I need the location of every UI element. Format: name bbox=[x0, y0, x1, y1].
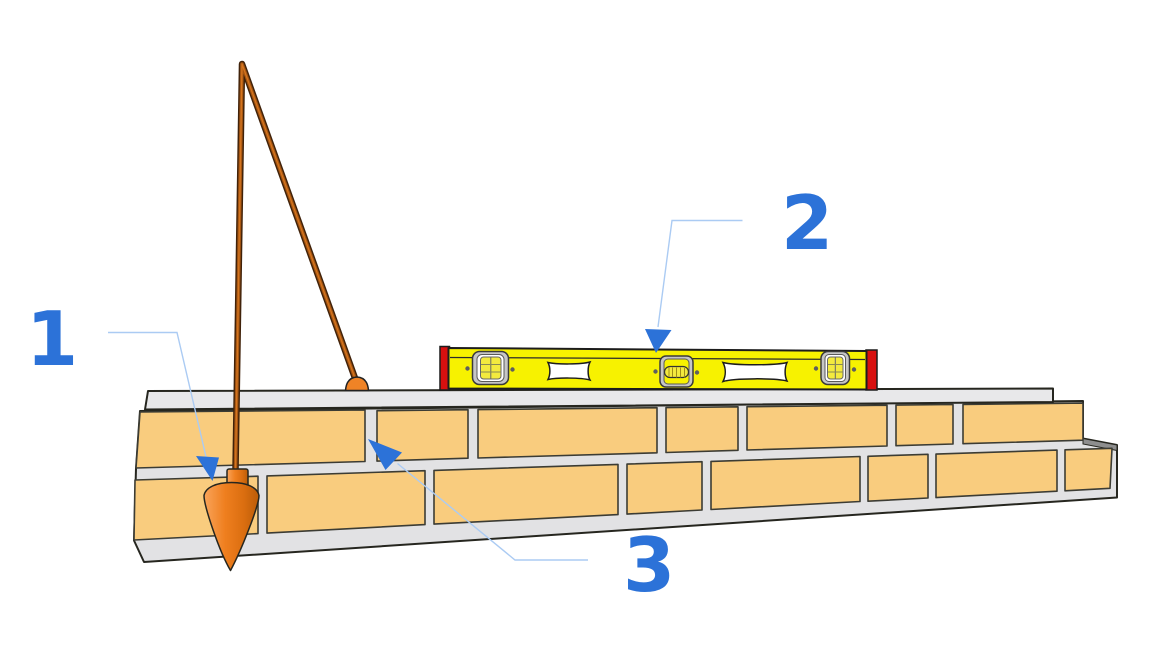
brick bbox=[477, 406, 658, 459]
level-vial-center bbox=[653, 355, 700, 388]
brick bbox=[746, 404, 888, 451]
brick bbox=[626, 460, 703, 515]
brick bbox=[665, 405, 739, 454]
level-vial-left bbox=[465, 350, 515, 386]
brick bbox=[433, 463, 619, 525]
callout-2-arrow bbox=[645, 329, 672, 353]
level-handle-cutout bbox=[721, 361, 789, 383]
brick bbox=[710, 455, 861, 511]
level-vial-right bbox=[813, 350, 857, 386]
spirit-level bbox=[439, 345, 878, 391]
callout-1-leader bbox=[108, 331, 208, 460]
top-brick-course bbox=[135, 402, 1084, 469]
callout-3-arrow bbox=[368, 439, 402, 470]
brick bbox=[935, 449, 1058, 499]
plumb-bob-body bbox=[203, 481, 260, 572]
brick bbox=[895, 403, 954, 447]
level-end-cap-right bbox=[865, 349, 878, 391]
callout-3: 3 bbox=[368, 439, 675, 609]
callout-3-label: 3 bbox=[623, 521, 675, 609]
wall-step-top-surface bbox=[1082, 437, 1118, 452]
screw-dot bbox=[694, 370, 700, 375]
screw-dot bbox=[653, 369, 658, 374]
plumb-line bbox=[232, 60, 370, 474]
brick bbox=[962, 402, 1084, 445]
brick bbox=[135, 409, 366, 469]
callout-1-label: 1 bbox=[26, 295, 78, 383]
callout-2-leader bbox=[657, 219, 743, 328]
level-handle-cutout bbox=[546, 360, 592, 382]
callout-3-leader bbox=[397, 462, 588, 561]
callout-2: 2 bbox=[645, 179, 833, 353]
brick bbox=[266, 469, 426, 534]
level-top-bevel-line bbox=[449, 356, 866, 361]
screw-dot bbox=[465, 366, 470, 371]
callout-1-arrow bbox=[196, 456, 219, 481]
brick bbox=[1064, 447, 1113, 492]
screw-dot bbox=[510, 367, 515, 372]
plumb-string-highlight bbox=[234, 63, 357, 471]
screw-dot bbox=[813, 366, 819, 371]
plumb-bob bbox=[203, 468, 260, 572]
callout-1: 1 bbox=[26, 295, 219, 481]
brick bbox=[867, 453, 929, 503]
screw-dot bbox=[851, 367, 857, 372]
callout-2-label: 2 bbox=[781, 179, 833, 267]
string-anchor bbox=[344, 376, 370, 392]
